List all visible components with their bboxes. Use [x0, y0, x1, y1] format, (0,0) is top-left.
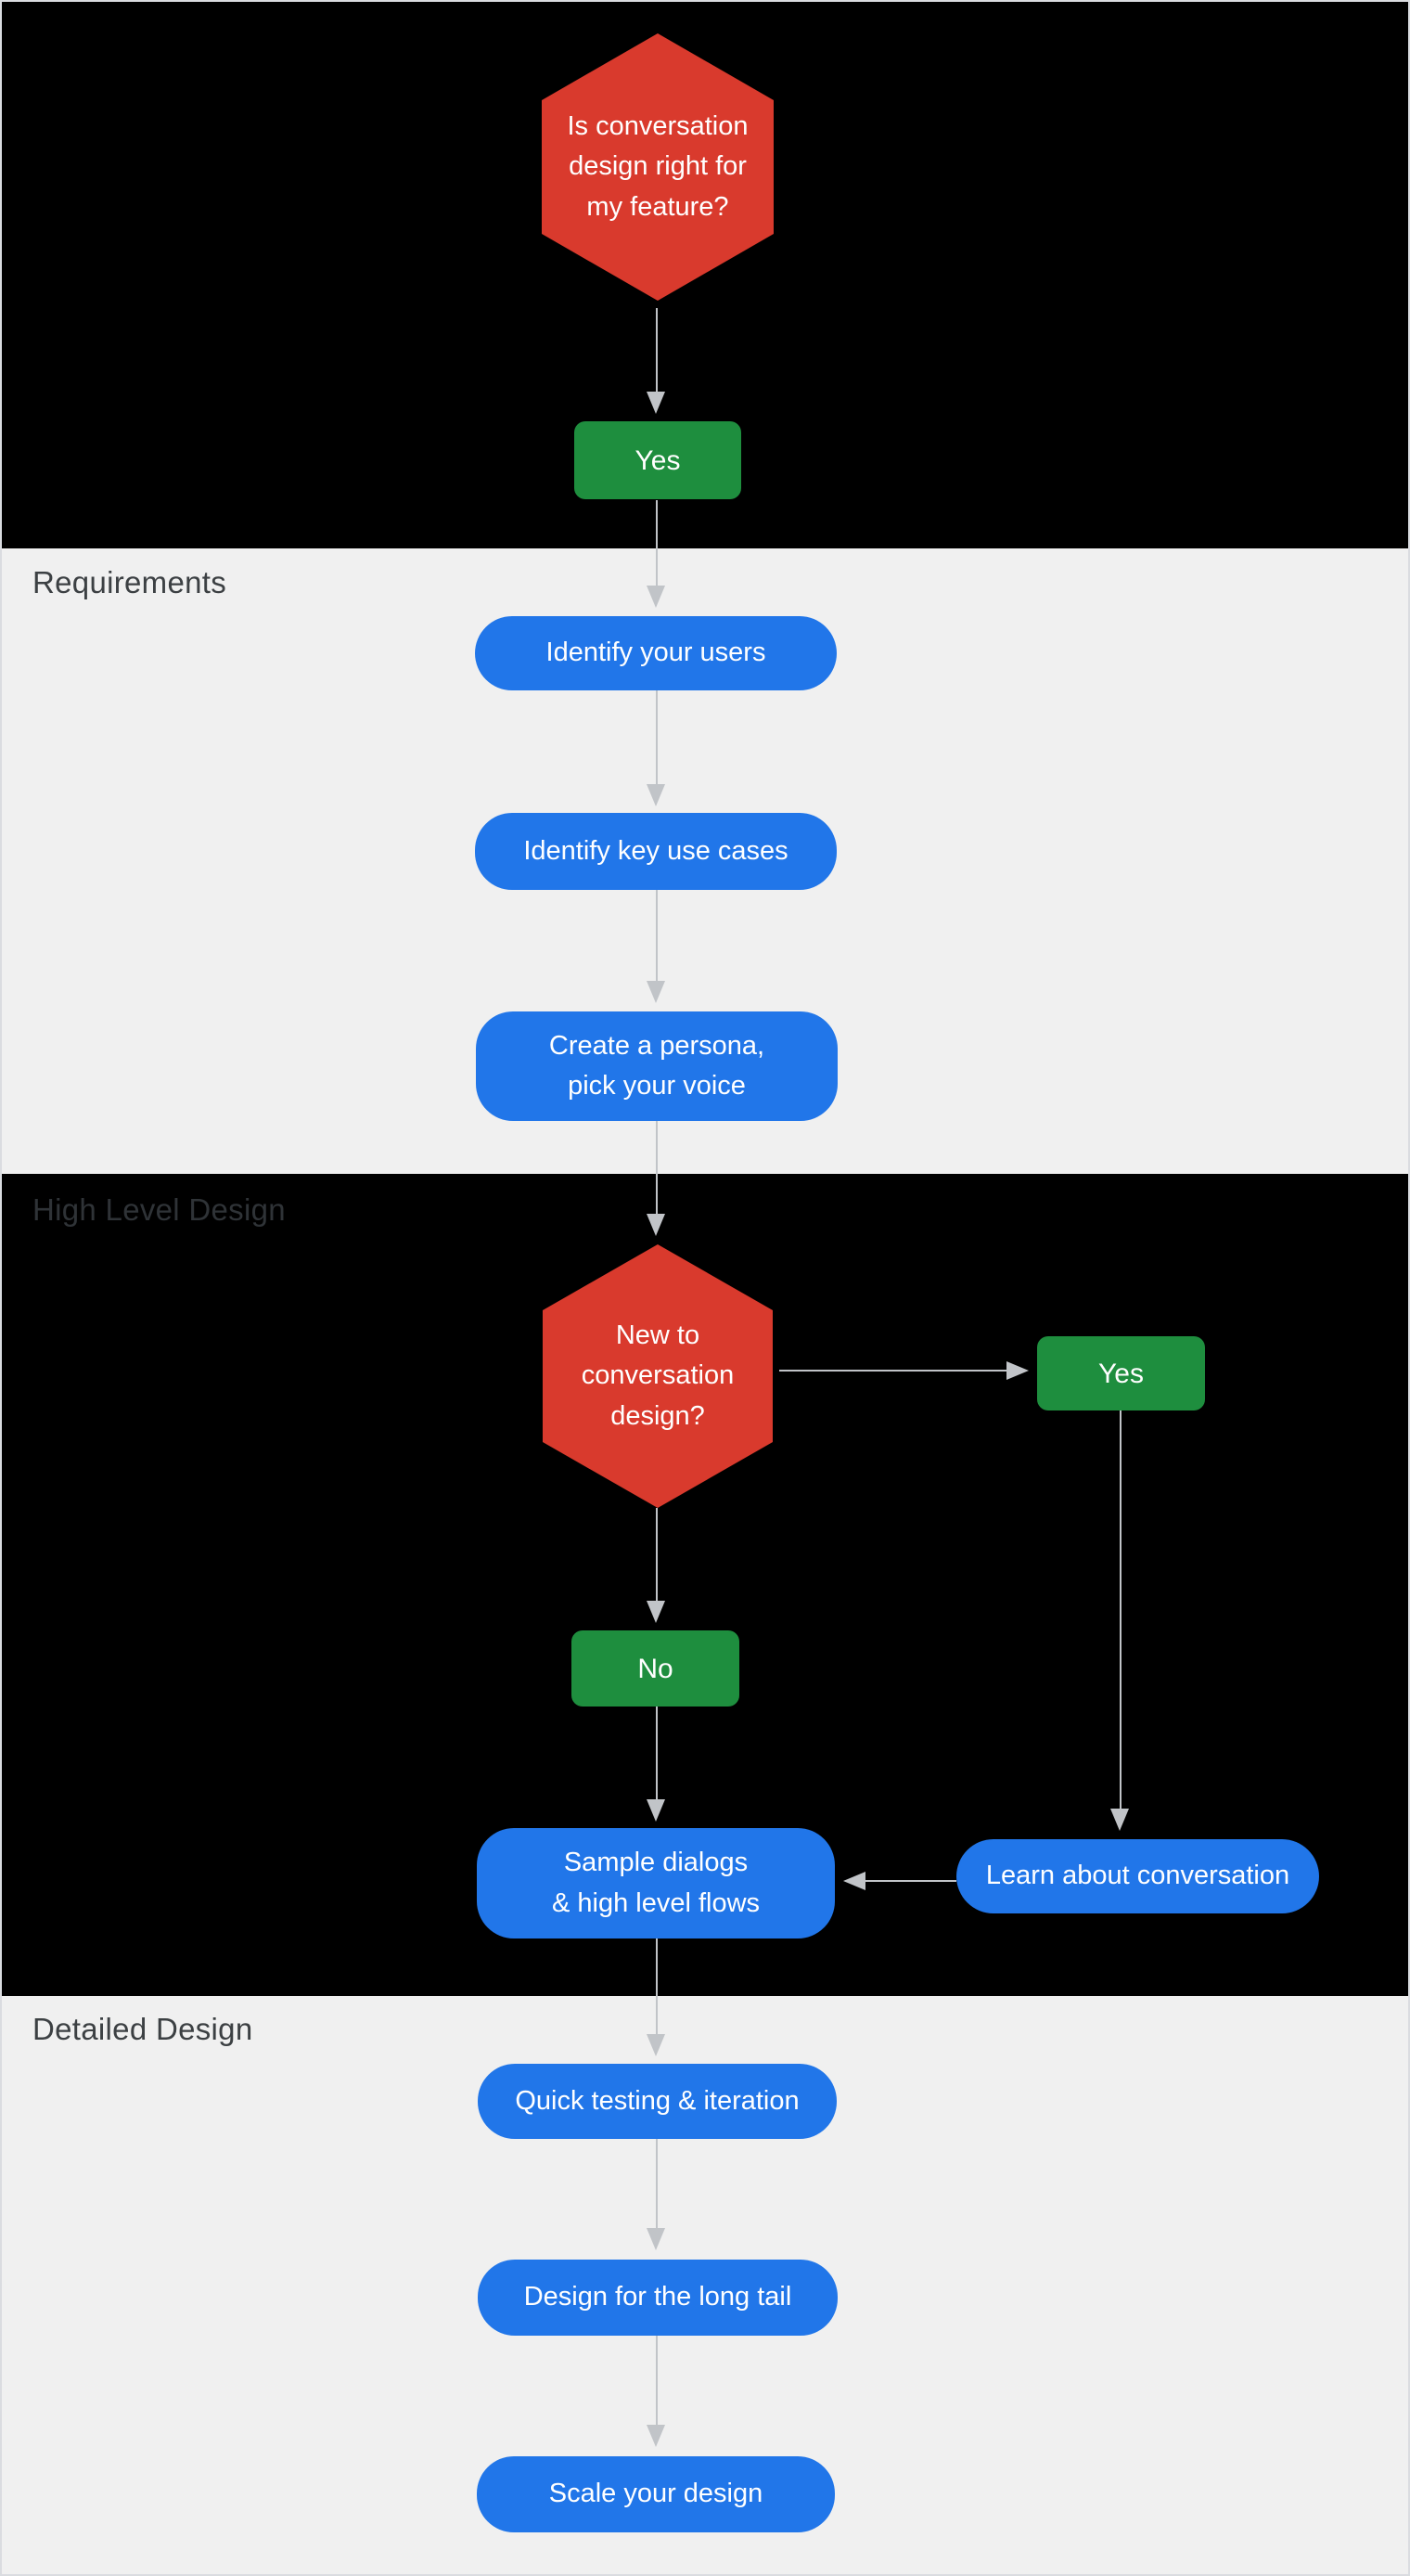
- connector-yes-to-learn-line: [1120, 1410, 1122, 1810]
- connector-long-tail-to-scale-arrowhead: [647, 2425, 665, 2447]
- connector-q2-to-yes-arrowhead: [1006, 1361, 1029, 1380]
- connector-persona-to-q2-line: [656, 1121, 658, 1215]
- connector-sample-to-quick-testing-arrowhead: [647, 2034, 665, 2056]
- connector-use-cases-to-persona-line: [656, 890, 658, 982]
- step-identify-your-users[interactable]: Identify your users: [475, 616, 837, 690]
- answer-yes-top[interactable]: Yes: [574, 421, 741, 499]
- connector-q2-to-yes-line: [779, 1370, 1007, 1372]
- connector-yes-to-learn-arrowhead: [1110, 1809, 1129, 1831]
- decision-new-to-conversation-design: New to conversation design?: [543, 1244, 773, 1508]
- connector-yes-to-identify-users-line: [656, 500, 658, 586]
- connector-quick-testing-to-long-tail-arrowhead: [647, 2228, 665, 2250]
- connector-persona-to-q2-arrowhead: [647, 1214, 665, 1236]
- section-label-high-level-design: High Level Design: [32, 1192, 286, 1227]
- connector-use-cases-to-persona-arrowhead: [647, 981, 665, 1003]
- connector-long-tail-to-scale-line: [656, 2336, 658, 2426]
- connector-yes-to-identify-users-arrowhead: [647, 586, 665, 608]
- connector-sample-to-quick-testing-line: [656, 1938, 658, 2035]
- step-design-for-long-tail[interactable]: Design for the long tail: [478, 2260, 838, 2336]
- step-quick-testing-iteration[interactable]: Quick testing & iteration: [478, 2064, 837, 2139]
- connector-learn-to-sample-arrowhead: [843, 1872, 865, 1890]
- answer-no-down[interactable]: No: [571, 1630, 739, 1707]
- connector-no-to-sample-arrowhead: [647, 1799, 665, 1822]
- step-scale-your-design[interactable]: Scale your design: [477, 2456, 835, 2532]
- connector-learn-to-sample-line: [865, 1880, 956, 1882]
- connector-q2-to-no-line: [656, 1508, 658, 1602]
- connector-users-to-use-cases-line: [656, 690, 658, 785]
- answer-yes-right[interactable]: Yes: [1037, 1336, 1205, 1410]
- connector-q1-to-yes-arrowhead: [647, 392, 665, 414]
- connector-users-to-use-cases-arrowhead: [647, 784, 665, 806]
- decision-is-conversation-design-right: Is conversation design right for my feat…: [542, 33, 774, 301]
- connector-q1-to-yes-line: [656, 308, 658, 393]
- connector-q2-to-no-arrowhead: [647, 1601, 665, 1623]
- connector-no-to-sample-line: [656, 1707, 658, 1800]
- step-identify-key-use-cases[interactable]: Identify key use cases: [475, 813, 837, 890]
- section-label-requirements: Requirements: [32, 565, 227, 599]
- step-create-persona-pick-voice[interactable]: Create a persona, pick your voice: [476, 1011, 838, 1121]
- section-label-detailed-design: Detailed Design: [32, 2012, 253, 2046]
- connector-quick-testing-to-long-tail-line: [656, 2139, 658, 2229]
- step-learn-about-conversation[interactable]: Learn about conversation: [956, 1839, 1319, 1913]
- step-sample-dialogs-high-level-flows[interactable]: Sample dialogs & high level flows: [477, 1828, 835, 1938]
